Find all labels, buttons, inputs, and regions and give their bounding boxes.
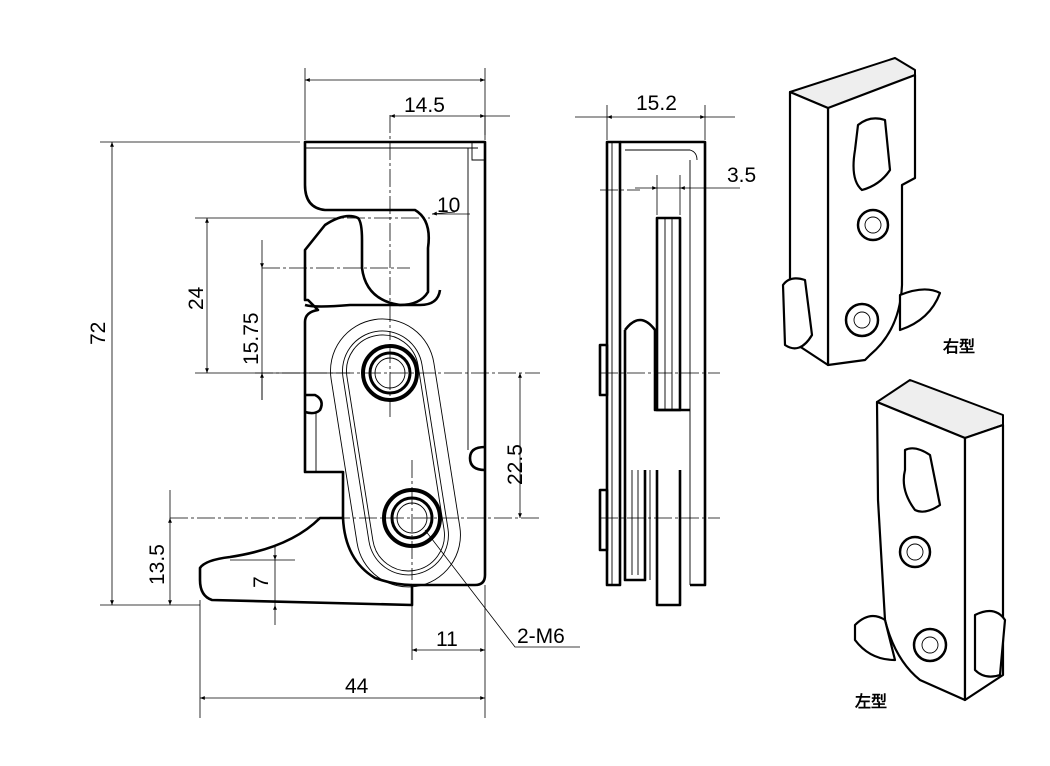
dim-3-5: 3.5	[727, 164, 756, 187]
front-view	[170, 115, 540, 607]
dim-44: 44	[345, 675, 369, 698]
right-type-label: 右型	[943, 337, 975, 356]
right-type-iso-view	[781, 57, 942, 367]
dim-72: 72	[87, 322, 110, 345]
dim-15-75: 15.75	[240, 312, 263, 365]
dim-11: 11	[436, 628, 458, 651]
dimension-lines	[100, 68, 580, 718]
dim-15-2: 15.2	[636, 92, 677, 115]
thread-callout: 2-M6	[517, 625, 565, 648]
side-view	[575, 105, 740, 607]
dim-24: 24	[185, 286, 208, 310]
left-type-label: 左型	[854, 692, 887, 711]
dim-14-5: 14.5	[404, 94, 445, 117]
dim-22-5: 22.5	[504, 444, 527, 485]
dim-13-5: 13.5	[146, 544, 169, 585]
dim-7: 7	[250, 576, 273, 588]
dim-10: 10	[437, 194, 460, 217]
left-type-iso-view	[853, 379, 1007, 702]
